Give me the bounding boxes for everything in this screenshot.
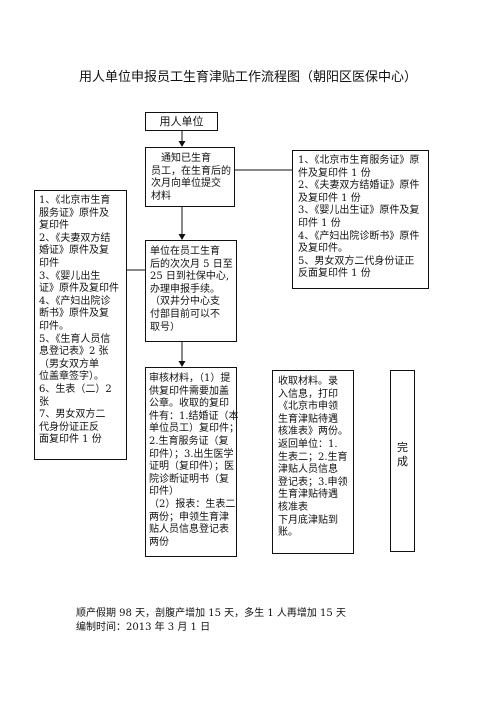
review-box: 审核材料，（1）提 供复印件需要加盖 公章。收取的复印 件有：1.结婚证（本 单… [145, 367, 239, 557]
text-line: 印件）；3.出生医学 [149, 448, 234, 460]
text-line: 材料 [151, 190, 171, 202]
text-line: 生表二；2.生育 [278, 451, 348, 463]
declare-box: 单位在员工生育 后的次次月 5 日至 25 日到社保中心, 办理申报手续。 （双… [145, 240, 237, 342]
text-line: 院诊断证明书（复 [149, 473, 229, 485]
right-docs-text: 1、《北京市生育服务证》原 件及复印件 1 份 2、《夫妻双方结婚证》原件 及复… [298, 155, 419, 281]
text-line: 公章。收取的复印 [149, 398, 229, 410]
text-line: 证明（复印件）；医 [149, 461, 234, 473]
text-line: 成 [397, 455, 408, 468]
text-line: 1、《北京市生育服务证》原 [298, 155, 420, 166]
notify-box: 通知已生育 员工，在生育后的 次月向单位提交 材料 [145, 147, 235, 207]
text-line: 位盖章签字）。 [39, 371, 104, 383]
text-line: 4、《产妇出院诊 [39, 295, 111, 307]
text-line: 供复印件需要加盖 [149, 385, 229, 397]
text-line: 办理申报手续。 [150, 283, 220, 295]
text-line: 印件 1 份 [298, 217, 341, 229]
text-line: 2、《夫妻双方结婚证》原件 [298, 180, 420, 192]
text-line: 反面复印件 1 份 [298, 268, 371, 280]
declare-text: 单位在员工生育 后的次次月 5 日至 25 日到社保中心, 办理申报手续。 （双… [150, 246, 233, 334]
text-line: 印件 [39, 257, 59, 269]
text-line: 《北京市申领 [278, 401, 338, 413]
text-line: 返回单位：1. [278, 438, 338, 450]
text-line: 张 [39, 396, 49, 408]
text-line: （2）报表：生表二 [149, 498, 236, 510]
text-line: 次月向单位提交 [151, 178, 221, 190]
done-text: 完 成 [391, 441, 414, 469]
text-line: 及复印件。 [298, 243, 348, 255]
notify-text: 通知已生育 员工，在生育后的 次月向单位提交 材料 [151, 153, 231, 203]
text-line: 3、《婴儿出生 [39, 270, 101, 282]
text-line: 婚证》原件及复 [39, 245, 109, 257]
employer-box: 用人单位 [145, 112, 218, 131]
employer-label: 用人单位 [159, 115, 204, 128]
text-line: 入信息，打印 [278, 388, 338, 400]
text-line: 后的次次月 5 日至 [150, 258, 233, 270]
collect-text: 收取材料。录 入信息，打印 《北京市申领 生育津贴待遇 核准表》两份。 返回单位… [278, 376, 348, 540]
text-line: 贴人员信息登记表 [149, 524, 229, 536]
text-line: 取号） [150, 321, 180, 333]
text-line: 印件） [149, 486, 179, 498]
text-line: 1、《北京市生育 [39, 195, 111, 206]
right-docs-box: 1、《北京市生育服务证》原 件及复印件 1 份 2、《夫妻双方结婚证》原件 及复… [292, 150, 429, 289]
text-line: 核准表》两份。 [278, 426, 348, 438]
text-line: 生育津贴待遇 [278, 413, 338, 425]
text-line: （双井分中心支 [150, 296, 220, 308]
text-line: 津贴人员信息 [278, 464, 338, 476]
review-text: 审核材料，（1）提 供复印件需要加盖 公章。收取的复印 件有：1.结婚证（本 单… [149, 373, 239, 549]
text-line: 账。 [278, 527, 298, 539]
text-line: 两份 [149, 536, 169, 548]
text-line: 生育津贴待遇 [278, 489, 338, 501]
text-line: 登记表；3.申领 [278, 476, 348, 488]
page-title: 用人单位申报员工生育津贴工作流程图（朝阳区医保中心） [78, 70, 417, 85]
text-line: 断书》原件及复 [39, 308, 109, 320]
text-line: 面复印件 1 份 [39, 434, 102, 446]
text-line: 复印件 [39, 220, 69, 232]
text-line: 核准表 [278, 501, 308, 513]
text-line: 2、《夫妻双方结 [39, 232, 111, 244]
left-docs-text: 1、《北京市生育 服务证》原件及 复印件 2、《夫妻双方结 婚证》原件及复 印件… [39, 195, 119, 447]
text-line: 4、《产妇出院诊断书》原件 [298, 230, 420, 242]
text-line: 6、生表（二）2 [39, 383, 112, 395]
text-line: 付部目前可以不 [150, 308, 220, 320]
text-line: 收取材料。录 [278, 376, 338, 387]
text-line: 单位在员工生育 [150, 246, 220, 257]
text-line: 证》原件及复印件 [39, 283, 119, 295]
footer-note: 顺产假期 98 天，剖腹产增加 15 天，多生 1 人再增加 15 天 [76, 608, 346, 619]
text-line: 息登记表》2 张 [39, 346, 109, 358]
text-line: 件有：1.结婚证（本 [149, 410, 239, 422]
text-line: 审核材料，（1）提 [149, 373, 231, 384]
text-line: 印件。 [39, 320, 69, 332]
text-line: 两份；申领生育津 [149, 511, 229, 523]
text-line: 完 [397, 441, 408, 454]
left-docs-box: 1、《北京市生育 服务证》原件及 复印件 2、《夫妻双方结 婚证》原件及复 印件… [34, 190, 127, 460]
text-line: 5、《生育人员信 [39, 333, 111, 345]
text-line: 25 日到社保中心, [150, 271, 230, 283]
text-line: 单位员工）复印件； [149, 423, 239, 435]
text-line: 2.生育服务证（复 [149, 435, 229, 447]
text-line: 下月底津贴到 [278, 514, 338, 526]
text-line: 3、《婴儿出生证》原件及复 [298, 205, 420, 217]
text-line: 及复印件 1 份 [298, 192, 361, 204]
text-line: 5、男女双方二代身份证正 [298, 255, 415, 267]
text-line: 通知已生育 [151, 153, 211, 164]
text-line: 7、男女双方二 [39, 409, 106, 421]
done-box: 完 成 [390, 370, 415, 552]
text-line: 服务证》原件及 [39, 207, 109, 219]
text-line: 件及复印件 1 份 [298, 167, 371, 179]
text-line: （男女双方单 [39, 358, 99, 370]
text-line: 代身份证正反 [39, 421, 99, 433]
footer-date: 编制时间：2013 年 3 月 1 日 [76, 622, 211, 633]
collect-box: 收取材料。录 入信息，打印 《北京市申领 生育津贴待遇 核准表》两份。 返回单位… [272, 370, 354, 554]
text-line: 员工，在生育后的 [151, 165, 231, 177]
